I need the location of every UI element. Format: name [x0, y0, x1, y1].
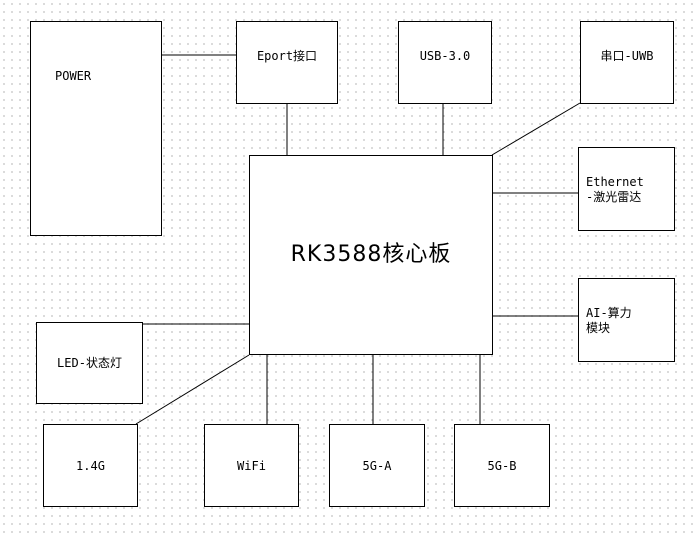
core-board-label: RK3588核心板 — [290, 242, 452, 267]
wire-14g-core — [135, 354, 250, 425]
ai-label-line2: 模块 — [586, 321, 611, 335]
g5a-label: 5G-A — [362, 458, 392, 473]
power-label: POWER — [55, 69, 92, 83]
g5b-box: 5G-B — [454, 424, 550, 507]
g5b-label: 5G-B — [487, 458, 517, 473]
eport-box: Eport接口 — [236, 21, 338, 104]
g14-label: 1.4G — [76, 458, 105, 473]
led-label: LED-状态灯 — [57, 356, 122, 370]
uart-box: 串口-UWB — [580, 21, 674, 104]
ethernet-box: Ethernet -激光雷达 — [578, 147, 675, 231]
eport-label: Eport接口 — [256, 48, 318, 63]
led-box: LED-状态灯 — [36, 322, 143, 404]
usb-label: USB-3.0 — [419, 48, 471, 63]
g5a-box: 5G-A — [329, 424, 425, 507]
ai-label-line1: AI-算力 — [586, 306, 632, 320]
power-box: POWER — [30, 21, 162, 236]
ethernet-label-line1: Ethernet — [586, 175, 644, 189]
ethernet-label-line2: -激光雷达 — [586, 190, 642, 204]
ai-module-box: AI-算力 模块 — [578, 278, 675, 362]
wire-uart-core — [491, 102, 581, 156]
core-board-box: RK3588核心板 — [249, 155, 493, 355]
wifi-box: WiFi — [204, 424, 299, 507]
usb-box: USB-3.0 — [398, 21, 492, 104]
wifi-label: WiFi — [237, 458, 266, 473]
uart-label: 串口-UWB — [600, 48, 654, 63]
g14-box: 1.4G — [43, 424, 138, 507]
